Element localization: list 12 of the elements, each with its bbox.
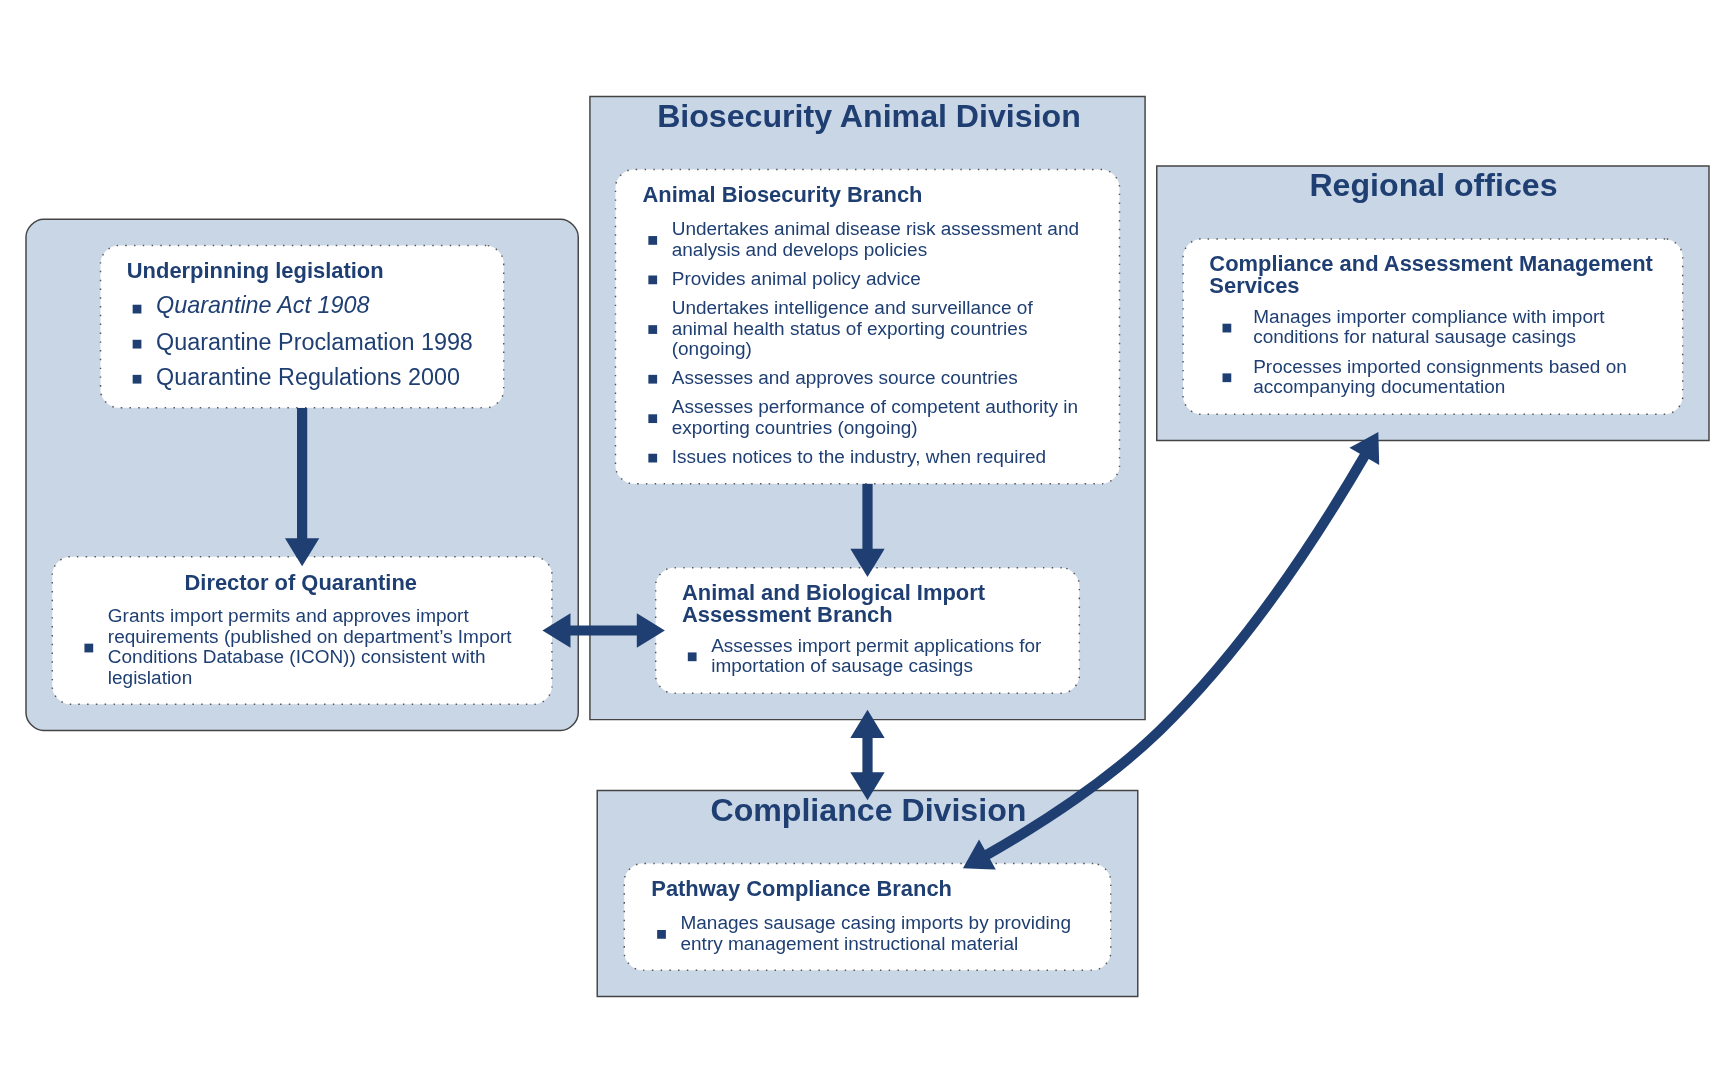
node-box: Director of Quarantine Grants import permits and approves import requirements (published on department’s Import Conditions Database (ICON)) consistent with legislation [51,555,553,705]
arrow [850,483,885,577]
arrow [962,431,1380,869]
node-box: Animal Biosecurity Branch Undertakes animal disease risk assessment and analysis and develops policies Provides animal policy advice Undertakes intelligence and surveillance of animal health status of exporting countries (ongoing) Assesses and approves source countries Assesses performance of competent authority in exporting countries (ongoing) Issues notices to the industry, when required [614,168,1121,484]
node-box: Animal and Biological Import Assessment Branch Assesses import permit applications for importation of sausage casings [654,566,1081,694]
cluster [25,218,579,731]
arrow [542,612,665,648]
arrow [284,407,320,566]
node-box: Underpinning legislation Quarantine Act 1908 Quarantine Proclamation 1998 Quarantine Regulations 2000 [99,244,505,408]
arrow [850,709,885,800]
node-box: Compliance and Assessment Management Services Manages importer compliance with import conditions for natural sausage casings Processes imported consignments based on accompanying documentation [1182,237,1684,415]
node-box: Pathway Compliance Branch Manages sausage casing imports by providing entry management instructional material [623,862,1112,971]
